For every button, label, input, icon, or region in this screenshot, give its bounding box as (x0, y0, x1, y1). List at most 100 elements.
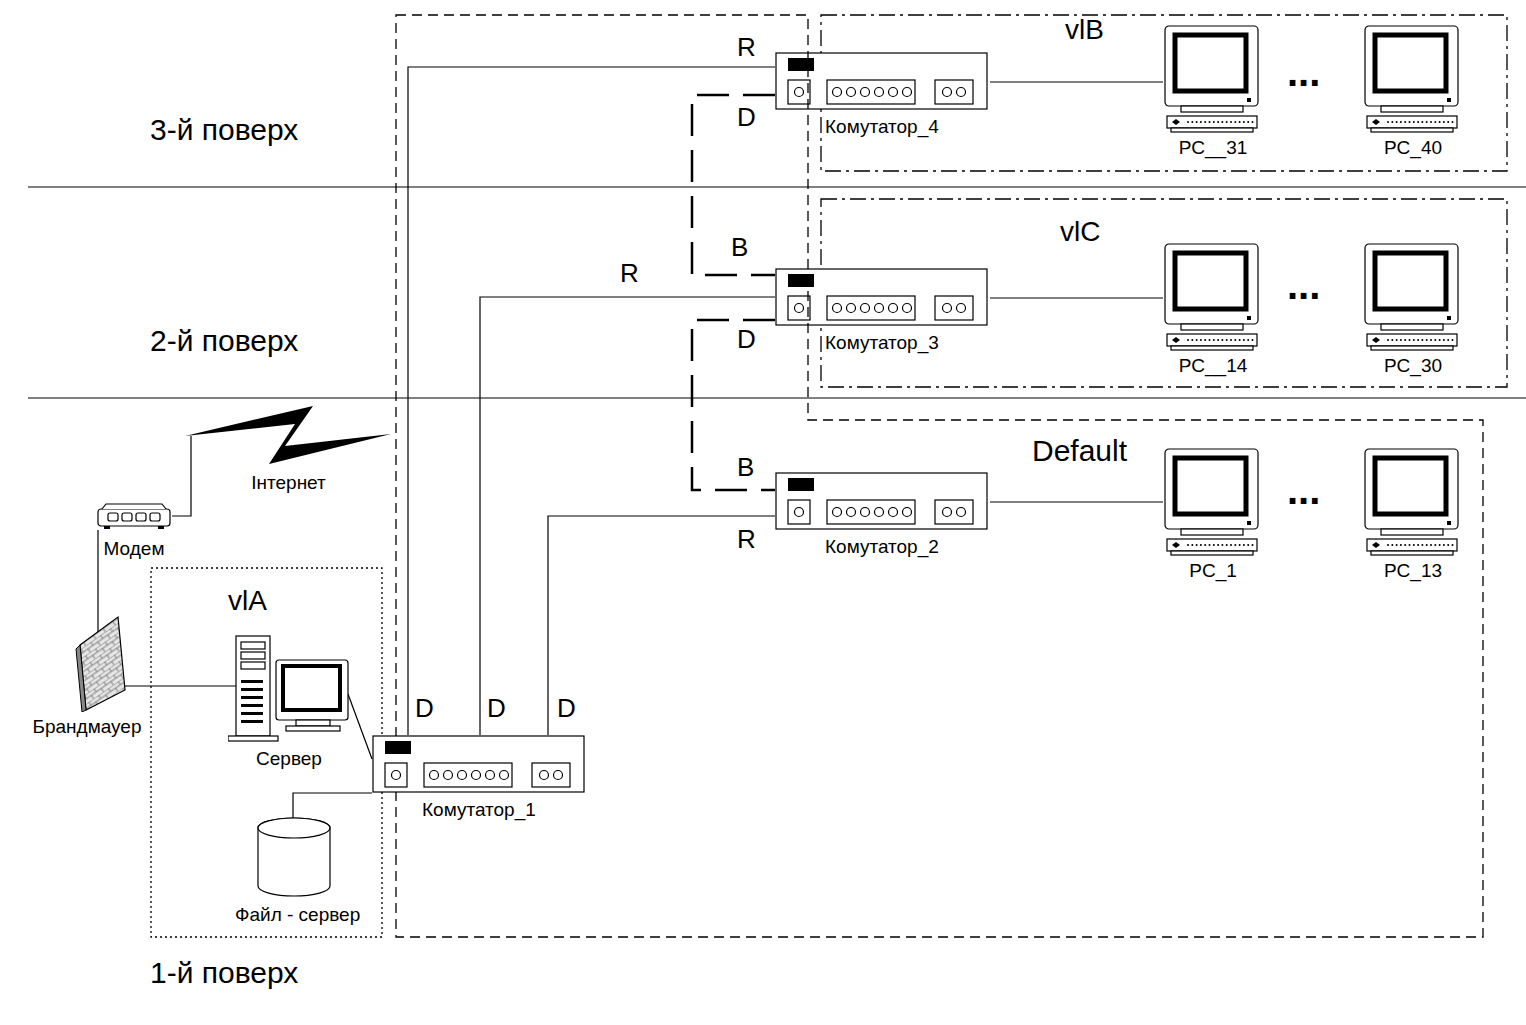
keyboard-key (1434, 544, 1436, 546)
port-block (935, 296, 973, 320)
firewall-wall (80, 617, 125, 710)
port (903, 88, 912, 97)
keyboard-key (1434, 339, 1436, 341)
keyboard-key (1230, 544, 1232, 546)
port (847, 88, 856, 97)
keyboard-key (1372, 337, 1380, 343)
monitor-case (1365, 26, 1458, 106)
network-cable (348, 694, 372, 759)
network-cable (293, 793, 372, 818)
port-letter: R (737, 526, 756, 552)
ellipsis-text: ... (1287, 263, 1320, 307)
region-title-box: Default (1032, 434, 1127, 469)
keyboard-key (1391, 339, 1393, 341)
port (943, 304, 952, 313)
monitor-case (1365, 449, 1458, 529)
port (472, 771, 481, 780)
keyboard-key (1413, 121, 1415, 123)
workstation-icon (1163, 243, 1263, 351)
network-switch-icon (372, 735, 587, 795)
port-block (935, 80, 973, 104)
port (486, 771, 495, 780)
keyboard-key (1200, 544, 1202, 546)
port-letter-text: D (415, 693, 434, 723)
port-letter: D (737, 104, 756, 130)
keyboard-base (1371, 551, 1453, 555)
keyboard-key (1213, 544, 1215, 546)
keyboard-base (1371, 346, 1453, 350)
port (795, 304, 804, 313)
keyboard-base (1171, 128, 1253, 132)
file-server-icon (235, 816, 360, 900)
keyboard-key (1204, 339, 1206, 341)
power-button (1247, 316, 1251, 320)
keyboard-key (1396, 544, 1398, 546)
device-label: Комутатор_3 (775, 332, 990, 354)
tower-base (228, 736, 278, 741)
keyboard-key (1409, 121, 1411, 123)
status-led (788, 58, 814, 71)
device-label: PC_1 (1163, 560, 1263, 582)
port-letter-text: B (731, 232, 748, 262)
keyboard-key (1404, 339, 1406, 341)
keyboard-key (1426, 121, 1428, 123)
keyboard-key (1426, 339, 1428, 341)
region-border (151, 568, 382, 937)
port (861, 304, 870, 313)
keyboard-key (1217, 121, 1219, 123)
keyboard-key (1252, 339, 1254, 341)
modem-light (108, 513, 118, 521)
network-cable (990, 297, 1163, 298)
ellipsis-text: ... (1287, 468, 1320, 512)
firewall: Брандмауер (22, 612, 152, 738)
keyboard-key (1452, 339, 1454, 341)
monitor-stand (1381, 106, 1443, 112)
keyboard-key (1447, 339, 1449, 341)
modem-top (102, 504, 166, 509)
region-title: vlA (228, 585, 267, 617)
port (875, 304, 884, 313)
network-cable (990, 81, 1163, 82)
port-letter: B (737, 454, 754, 480)
monitor-screen (1375, 253, 1446, 309)
region-title-box: vlB (1065, 14, 1104, 46)
port-letter-text: B (737, 452, 754, 482)
port-letter-text: D (557, 693, 576, 723)
server-icon (228, 632, 350, 742)
vent (241, 712, 263, 715)
port (875, 508, 884, 517)
device-label: Сервер (228, 748, 350, 770)
modem-body (98, 509, 170, 526)
port-letter-text: R (737, 524, 756, 554)
region-border (396, 15, 1483, 937)
vent (241, 688, 263, 691)
server: Сервер (228, 632, 350, 770)
keyboard-key (1234, 121, 1236, 123)
region-outline (395, 14, 1484, 938)
keyboard-key (1191, 544, 1193, 546)
keyboard-key (1226, 121, 1228, 123)
floor-label-text: 2-й поверх (150, 324, 298, 357)
port (795, 508, 804, 517)
keyboard-key (1221, 544, 1223, 546)
vent (241, 720, 263, 723)
port-letter: D (487, 695, 506, 721)
monitor-case (1365, 244, 1458, 324)
port-letter: D (415, 695, 434, 721)
keyboard-base (1371, 128, 1453, 132)
keyboard-key (1187, 121, 1189, 123)
workstation: PC_1 (1163, 448, 1263, 582)
monitor-stand (1381, 324, 1443, 330)
device-label: Комутатор_2 (775, 536, 990, 558)
keyboard-key (1252, 121, 1254, 123)
port (957, 304, 966, 313)
keyboard-key (1243, 121, 1245, 123)
port (889, 508, 898, 517)
device-label: PC_40 (1363, 137, 1463, 159)
keyboard-key (1447, 121, 1449, 123)
port-block (788, 500, 810, 524)
lightning-bolt (185, 406, 391, 464)
floor-label: 2-й поверх (150, 326, 298, 356)
